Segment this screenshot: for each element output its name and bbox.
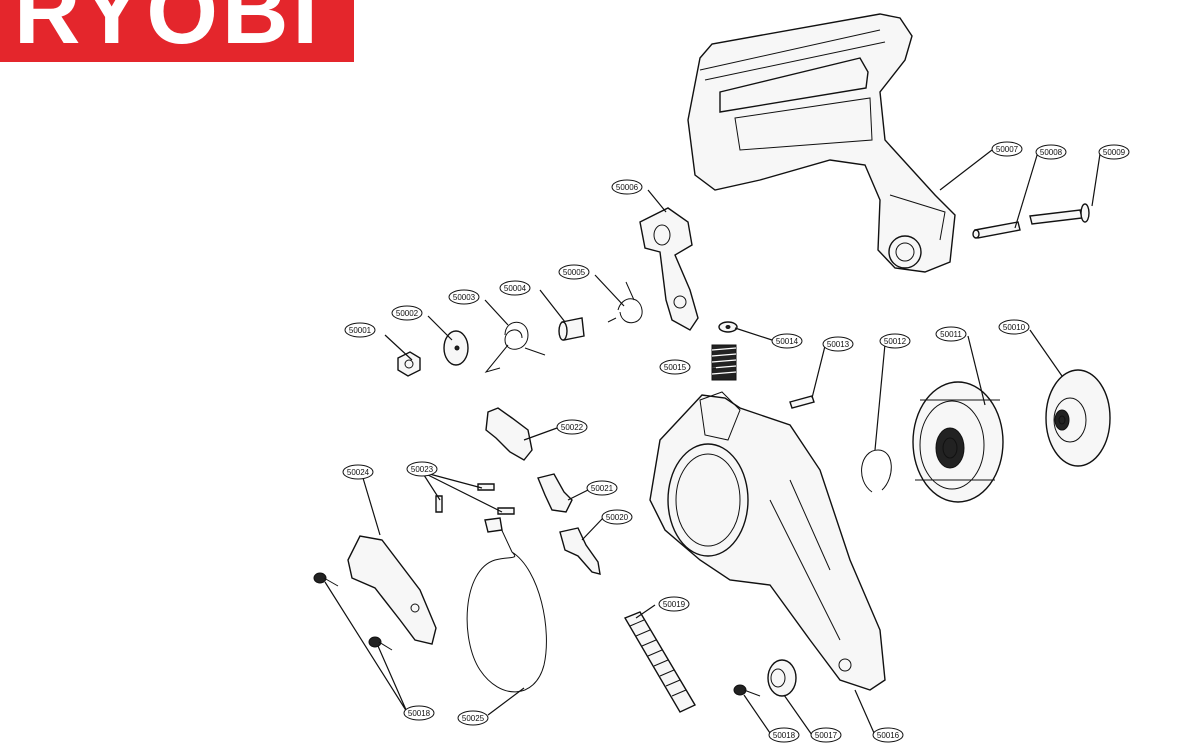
callout-label: 50011 [940, 330, 962, 339]
callout-label: 50008 [1040, 148, 1063, 157]
circlip-50012 [861, 449, 892, 493]
brake-band-50025 [466, 517, 547, 693]
torsion-spring-50005 [607, 281, 643, 324]
callout-label: 50019 [663, 600, 686, 609]
pin-50008 [972, 221, 1021, 239]
callout-50016: 50016 [872, 727, 904, 743]
drum-50011 [912, 381, 1004, 503]
callout-50025: 50025 [457, 710, 489, 726]
callout-label: 50007 [996, 145, 1019, 154]
bracket-50022 [485, 407, 533, 461]
callout-label: 50004 [504, 284, 527, 293]
latch-50021 [537, 473, 573, 513]
callout-label: 50020 [606, 513, 629, 522]
sleeve-50004 [558, 317, 585, 341]
callout-50011: 50011 [935, 326, 967, 342]
spring-50003 [484, 321, 546, 373]
callout-50023: 50023 [406, 461, 438, 477]
callout-50019: 50019 [658, 596, 690, 612]
callout-50009: 50009 [1098, 144, 1130, 160]
callout-label: 50006 [616, 183, 639, 192]
callout-label: 50002 [396, 309, 419, 318]
callout-50007: 50007 [991, 141, 1023, 157]
screw-50018-c [368, 636, 393, 651]
pawl-50020 [559, 527, 601, 575]
guide-plate-50024 [347, 535, 437, 645]
callout-50020: 50020 [601, 509, 633, 525]
nut-50001 [397, 351, 421, 377]
callout-50018-bottom: 50018 [768, 727, 800, 743]
callout-50001: 50001 [344, 322, 376, 338]
leader-lines [324, 149, 1101, 736]
callout-label: 50003 [453, 293, 476, 302]
callout-label: 50009 [1103, 148, 1126, 157]
callout-label: 50022 [561, 423, 584, 432]
callout-50004: 50004 [499, 280, 531, 296]
callout-50012: 50012 [879, 333, 911, 349]
side-cover-50016 [649, 391, 886, 691]
pins-50023 [435, 483, 515, 515]
brake-lever-50006 [639, 207, 699, 331]
callout-label: 50018 [408, 709, 431, 718]
callout-label: 50001 [349, 326, 372, 335]
logo-text: RYOBI [14, 0, 322, 62]
washer-50014 [718, 321, 738, 333]
callout-50010: 50010 [998, 319, 1030, 335]
callout-label: 50018 [773, 731, 796, 740]
bushing-50017 [767, 659, 797, 697]
callout-label: 50016 [877, 731, 900, 740]
callout-label: 50025 [462, 714, 485, 723]
callout-50015: 50015 [659, 359, 691, 375]
callout-label: 50005 [563, 268, 586, 277]
callout-50005: 50005 [558, 264, 590, 280]
front-handle-guard [687, 13, 956, 273]
callout-label: 50014 [776, 337, 799, 346]
callout-50003: 50003 [448, 289, 480, 305]
callout-label: 50010 [1003, 323, 1026, 332]
callout-label: 50024 [347, 468, 370, 477]
callout-label: 50021 [591, 484, 614, 493]
callout-50006: 50006 [611, 179, 643, 195]
callout-50013: 50013 [822, 336, 854, 352]
callout-label: 50013 [827, 340, 850, 349]
screw-50018-a [733, 684, 761, 697]
pin-50013 [789, 395, 815, 409]
callout-label: 50015 [664, 363, 687, 372]
callout-50021: 50021 [586, 480, 618, 496]
clutch-disc-50010 [1045, 369, 1111, 467]
washer-50002 [443, 330, 469, 366]
callout-50017: 50017 [810, 727, 842, 743]
callout-50002: 50002 [391, 305, 423, 321]
callout-label: 50012 [884, 337, 907, 346]
callout-50018-left: 50018 [403, 705, 435, 721]
callout-label: 50023 [411, 465, 434, 474]
callout-50024: 50024 [342, 464, 374, 480]
spring-50015 [711, 344, 737, 381]
ryobi-logo: RYOBI [0, 0, 354, 62]
bolt-50009 [1029, 203, 1090, 225]
screw-50018-b [313, 572, 339, 587]
callout-50022: 50022 [556, 419, 588, 435]
callout-label: 50017 [815, 731, 838, 740]
callout-50014: 50014 [771, 333, 803, 349]
coil-spring-50019 [623, 611, 696, 713]
callout-50008: 50008 [1035, 144, 1067, 160]
